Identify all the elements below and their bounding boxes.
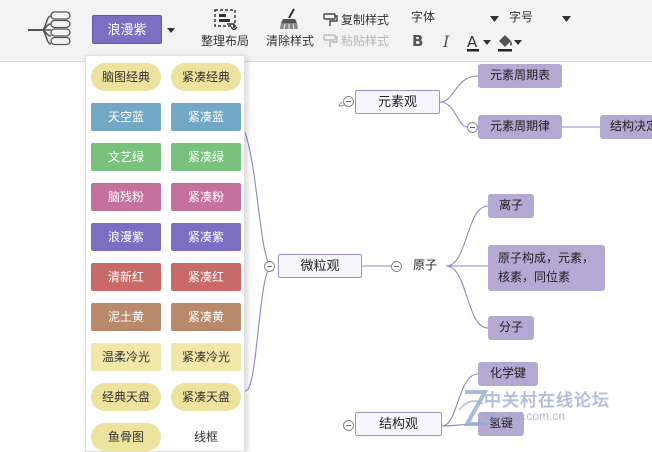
node-atom-composition[interactable]: 原子构成，元素，核素，同位素 <box>488 245 605 291</box>
theme-option[interactable]: 紧凑经典 <box>171 63 241 91</box>
watermark: 中关村在线论坛 bbs.zol.com.cn <box>455 382 652 442</box>
italic-button[interactable]: I <box>443 32 450 51</box>
copy-style-label: 复制样式 <box>341 13 390 27</box>
theme-option[interactable]: 紧凑冷光 <box>171 343 241 371</box>
collapse-toggle-atom[interactable] <box>391 261 402 272</box>
theme-option[interactable]: 温柔冷光 <box>91 343 161 371</box>
node-periodic-law[interactable]: 元素周期律 <box>478 115 562 139</box>
collapse-toggle-elements[interactable] <box>343 96 354 107</box>
theme-dropdown-panel: 脑图经典紧凑经典天空蓝紧凑蓝文艺绿紧凑绿脑残粉紧凑粉浪漫紫紧凑紫清新红紧凑红泥土… <box>85 55 245 452</box>
theme-option[interactable]: 紧凑绿 <box>171 143 241 171</box>
clear-style-label: 清除样式 <box>265 34 314 48</box>
theme-option[interactable]: 紧凑天盘 <box>171 383 241 411</box>
theme-option[interactable]: 紧凑黄 <box>171 303 241 331</box>
node-center[interactable]: 微粒观 <box>278 254 362 278</box>
theme-option[interactable]: 紧凑蓝 <box>171 103 241 131</box>
toolbar: 浪漫紫 整理布局 清除样式 复制样式 <box>0 0 652 62</box>
layout-button[interactable]: 整理布局 <box>197 8 253 49</box>
paint-bucket-icon[interactable] <box>496 32 524 52</box>
theme-option[interactable]: 线框 <box>171 423 241 451</box>
collapse-toggle-center[interactable] <box>264 261 275 272</box>
node-structure-decides[interactable]: 结构决定 <box>600 115 652 139</box>
node-structure-view[interactable]: 结构观 <box>355 412 442 436</box>
font-size-select[interactable]: 字号 <box>509 10 534 24</box>
theme-option[interactable]: 脑残粉 <box>91 183 161 211</box>
theme-option[interactable]: 浪漫紫 <box>91 223 161 251</box>
watermark-url: bbs.zol.com.cn <box>485 409 566 423</box>
bold-button[interactable]: B <box>412 32 424 50</box>
node-chemical-bond[interactable]: 化学键 <box>478 362 538 386</box>
font-family-select[interactable]: 字体 <box>411 10 436 24</box>
font-color-glyph: A <box>467 33 478 51</box>
broom-icon <box>280 8 298 30</box>
theme-option[interactable]: 天空蓝 <box>91 103 161 131</box>
theme-option[interactable]: 紧凑红 <box>171 263 241 291</box>
format-brush-icon <box>323 12 338 26</box>
chevron-down-icon[interactable] <box>490 16 499 22</box>
theme-option[interactable]: 文艺绿 <box>91 143 161 171</box>
collapse-toggle-structure[interactable] <box>343 420 354 431</box>
paste-brush-icon <box>323 33 338 47</box>
theme-option[interactable]: 泥土黄 <box>91 303 161 331</box>
watermark-title: 中关村在线论坛 <box>484 391 610 410</box>
clear-style-button[interactable]: 清除样式 <box>262 8 318 49</box>
theme-option[interactable]: 清新红 <box>91 263 161 291</box>
node-ion[interactable]: 离子 <box>488 194 534 218</box>
theme-option[interactable]: 紧凑粉 <box>171 183 241 211</box>
theme-option[interactable]: 经典天盘 <box>91 383 161 411</box>
chevron-down-icon[interactable] <box>166 25 176 35</box>
layout-icon <box>214 9 238 30</box>
theme-option[interactable]: 鱼骨图 <box>91 423 161 451</box>
copy-style-button[interactable]: 复制样式 <box>322 11 389 28</box>
paste-style-label: 粘贴样式 <box>341 34 390 48</box>
theme-option[interactable]: 脑图经典 <box>91 63 161 91</box>
zol-logo-icon <box>458 390 489 426</box>
paste-style-button[interactable]: 粘贴样式 <box>322 32 389 49</box>
node-elements-view[interactable]: 元素观 <box>355 90 440 114</box>
chevron-down-icon[interactable] <box>562 16 571 22</box>
node-periodic-table[interactable]: 元素周期表 <box>478 64 562 88</box>
mindmap-structure-icon[interactable] <box>24 9 74 51</box>
theme-option[interactable]: 紧凑紫 <box>171 223 241 251</box>
layout-label: 整理布局 <box>200 34 249 48</box>
collapse-toggle-periodic-law[interactable] <box>467 122 478 133</box>
font-color-icon[interactable]: A <box>466 32 494 52</box>
node-molecule[interactable]: 分子 <box>488 316 534 340</box>
theme-select[interactable]: 浪漫紫 <box>92 15 162 44</box>
node-atom[interactable]: 原子 <box>412 258 437 272</box>
